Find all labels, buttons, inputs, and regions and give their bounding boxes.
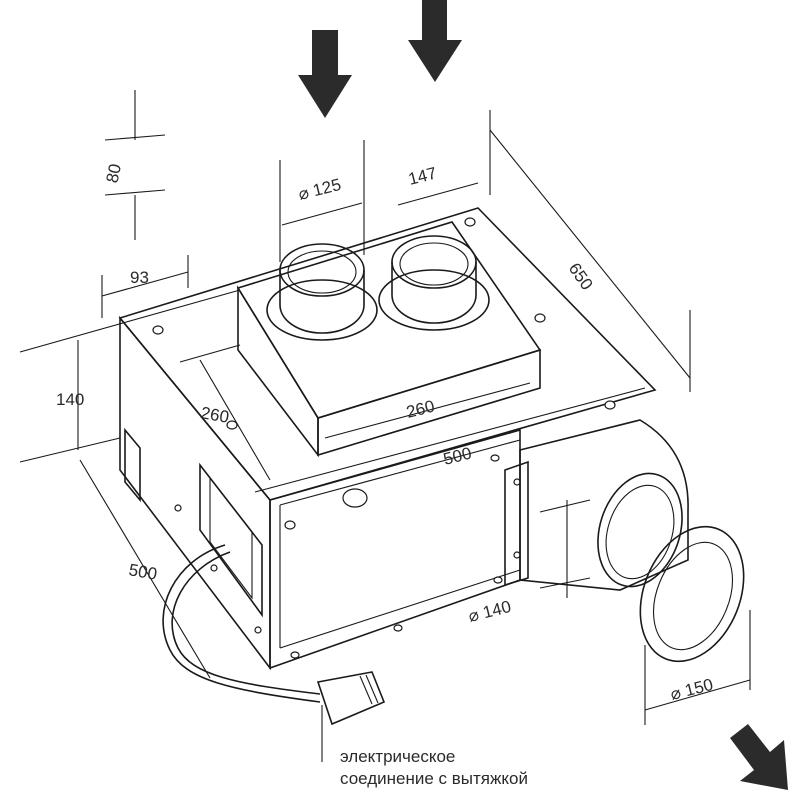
note-line-1: электрическое [340,747,455,766]
dim-93: 93 [130,268,149,287]
inlet-platform [236,221,542,458]
outlet-ring [639,525,745,663]
mounting-holes [152,217,616,659]
dimension-labels: 80 93 ⌀ 125 147 650 140 260 260 500 500 … [56,162,715,704]
inlet-pipe-left [266,243,378,341]
note-line-2: соединение с вытяжкой [340,769,528,788]
dim-260-top: 260 [404,397,436,422]
dim-150: ⌀ 150 [668,675,715,704]
dimension-lines [19,90,751,725]
dim-500-left: 500 [127,560,158,584]
dim-140-left: 140 [56,390,84,409]
airflow-arrow-outlet [730,724,788,790]
dim-650: 650 [565,259,597,293]
inlet-pipe-right [378,235,490,331]
dim-500-top: 500 [441,444,473,469]
outlet-transition [519,419,689,591]
dim-260-left: 260 [199,403,230,427]
dim-140-bottom: ⌀ 140 [466,597,513,626]
dim-125: ⌀ 125 [296,175,343,204]
electrical-connection-note: электрическое соединение с вытяжкой [340,747,528,788]
box-body [118,207,657,671]
dim-80: 80 [103,162,126,184]
outlet-pipe [597,472,683,588]
airflow-arrow-left [298,30,352,118]
power-cable [162,544,386,762]
airflow-arrow-right [408,0,462,82]
dim-147: 147 [406,164,438,189]
